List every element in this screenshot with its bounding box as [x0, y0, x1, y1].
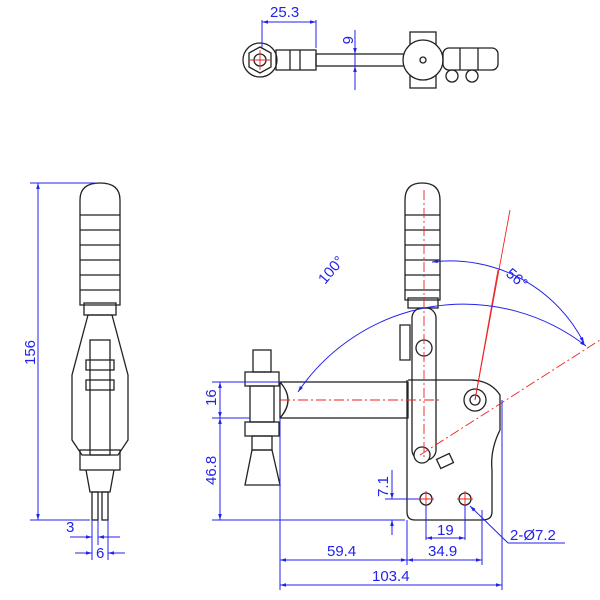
- dim-hole-height: 7.1: [375, 476, 392, 497]
- side-view: 156 3 6: [22, 182, 129, 562]
- front-view: 100° 56° 16 46.8 7.1 19 34.9 59.4 103.4 …: [203, 182, 600, 590]
- dim-base-width: 34.9: [428, 543, 457, 560]
- dim-spindle-height: 46.8: [203, 456, 220, 485]
- dim-overall-height: 156: [22, 340, 39, 365]
- dim-finger-thickness: 3: [66, 519, 74, 536]
- dim-top-width: 25.3: [270, 4, 299, 21]
- dim-angle-open: 100°: [315, 253, 348, 288]
- dim-bar-height: 16: [203, 389, 220, 406]
- dim-angle-handle: 56°: [502, 265, 530, 293]
- dim-finger-width: 6: [96, 545, 104, 562]
- dim-reach: 59.4: [327, 543, 356, 560]
- top-view: 25.3 6: [242, 4, 499, 90]
- dim-overall-length: 103.4: [372, 568, 410, 585]
- dim-hole-spacing: 19: [437, 522, 454, 539]
- dim-bar-thickness: 6: [339, 36, 356, 44]
- dim-hole-callout: 2-Ø7.2: [510, 527, 556, 544]
